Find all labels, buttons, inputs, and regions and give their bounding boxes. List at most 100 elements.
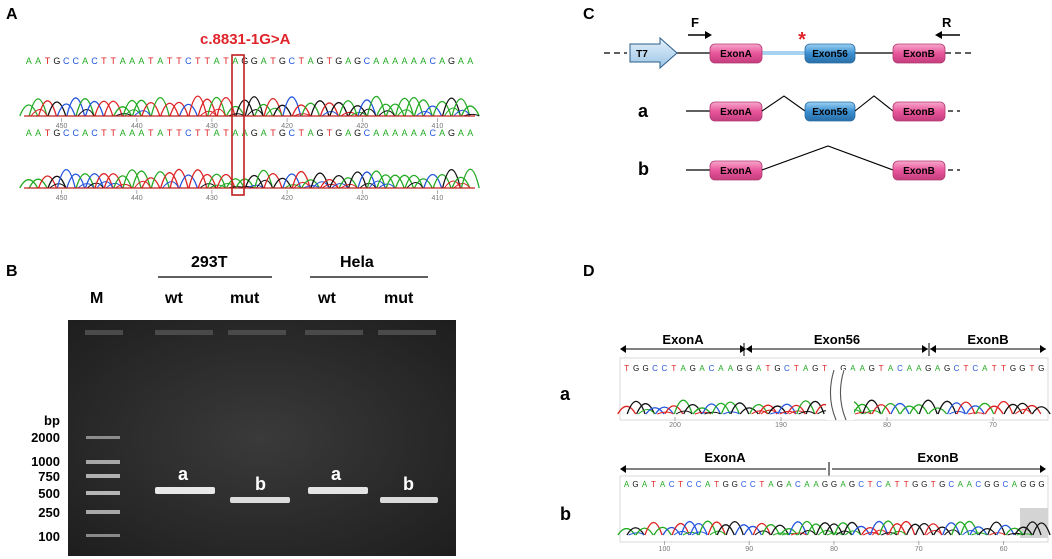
trace-peak <box>796 400 816 415</box>
base-letter: T <box>204 128 210 138</box>
trace-peak <box>739 407 759 415</box>
base-letter: A <box>411 128 417 138</box>
base-letter: G <box>241 56 248 66</box>
axis-bottom-tick-label: 440 <box>131 195 143 202</box>
base-letter: A <box>624 480 630 489</box>
trace-peak <box>689 523 708 536</box>
trace-peak <box>103 100 123 117</box>
base-letter: G <box>984 480 990 489</box>
trace-peak <box>150 97 170 117</box>
trace-peak <box>385 174 405 189</box>
base-letter: C <box>858 480 864 489</box>
base-letter: T <box>148 128 154 138</box>
base-letter: T <box>270 56 276 66</box>
trace-peak <box>993 400 1014 415</box>
base-letter: A <box>120 56 126 66</box>
base-letter: T <box>111 128 117 138</box>
gel-well <box>228 330 286 335</box>
trace-peak <box>851 525 871 536</box>
trace-peak <box>805 400 825 415</box>
exon-a-row-a <box>709 101 763 122</box>
trace-peak <box>460 105 480 117</box>
axis-top-tick-label: 410 <box>432 123 444 130</box>
primer-f-arrowhead-icon <box>705 31 712 39</box>
base-letter: G <box>448 128 455 138</box>
base-letter: A <box>467 128 473 138</box>
base-letter: T <box>895 480 900 489</box>
base-letter: G <box>279 128 286 138</box>
region-arrows-b <box>620 462 1046 476</box>
primer-r-label: R <box>942 15 952 30</box>
base-letter: A <box>699 364 705 373</box>
base-letter: A <box>642 480 648 489</box>
trace-peak <box>357 171 377 189</box>
trace-peak <box>924 523 943 536</box>
base-letter: A <box>373 56 379 66</box>
trace-peak <box>984 405 1004 415</box>
trace-peak-secondary <box>96 181 114 189</box>
axis-d-b-tick-label: 60 <box>1000 546 1008 553</box>
trace-peak <box>1012 402 1032 415</box>
base-letter: A <box>907 364 913 373</box>
trace-peak <box>366 170 386 189</box>
exon-b-row-b-label: ExonB <box>903 166 935 177</box>
chromatogram-d-b <box>617 520 1051 536</box>
base-letter: A <box>157 56 163 66</box>
base-letter: T <box>223 128 229 138</box>
trace-peak <box>946 402 967 415</box>
base-letter: C <box>1003 480 1009 489</box>
trace-peak <box>752 522 772 536</box>
primer-f-label: F <box>691 15 699 30</box>
trace-peak <box>441 168 462 189</box>
exon-a-row-a-label: ExonA <box>720 107 752 118</box>
trace-peak <box>347 171 368 189</box>
base-letter: G <box>993 480 999 489</box>
base-letter: C <box>795 480 801 489</box>
base-letter: A <box>840 480 846 489</box>
axis-top-tick-label: 440 <box>131 123 143 130</box>
base-letter: G <box>831 480 837 489</box>
trace-peak <box>996 524 1015 536</box>
gel-well <box>305 330 363 335</box>
base-letter: A <box>383 56 389 66</box>
mutation-star: * <box>798 29 806 51</box>
base-letter: A <box>373 128 379 138</box>
trace-peak <box>432 174 452 189</box>
axis-bottom-tick-label: 430 <box>206 195 218 202</box>
trace-peak <box>956 401 976 415</box>
base-letter: A <box>850 364 856 373</box>
ladder-label-100: 100 <box>38 529 60 544</box>
trace-peak <box>28 178 48 189</box>
trace-peak-secondary <box>368 180 386 189</box>
trace-peak <box>899 405 919 415</box>
base-letter: A <box>242 128 248 138</box>
chromatogram-d-a <box>617 399 1051 415</box>
trace-peak <box>329 101 349 117</box>
axis-top-tick-label: 420 <box>281 123 293 130</box>
axis-bottom-tick-label: 450 <box>56 195 68 202</box>
trace-peak <box>987 521 1006 536</box>
trace-peak <box>263 97 283 117</box>
base-letter: T <box>1029 364 1034 373</box>
isoform-a-label: a <box>638 101 649 121</box>
exon-b-row-b <box>892 160 946 181</box>
trace-peak <box>291 170 311 189</box>
region-b-exonb: ExonB <box>917 450 958 465</box>
trace-peak <box>160 102 180 117</box>
base-letter: A <box>860 364 866 373</box>
trace-peak <box>797 520 817 536</box>
trace-peak-secondary <box>1016 533 1033 536</box>
base-letter: A <box>214 128 220 138</box>
trace-peak <box>47 101 67 117</box>
trace-peak <box>1022 404 1042 415</box>
base-letter: A <box>786 480 792 489</box>
base-letter: A <box>232 128 238 138</box>
trace-peak <box>319 102 339 117</box>
base-letter: T <box>963 364 968 373</box>
base-letter: A <box>26 56 32 66</box>
trace-peak <box>960 520 979 536</box>
trace-peak <box>423 105 443 117</box>
base-letter: C <box>750 480 756 489</box>
